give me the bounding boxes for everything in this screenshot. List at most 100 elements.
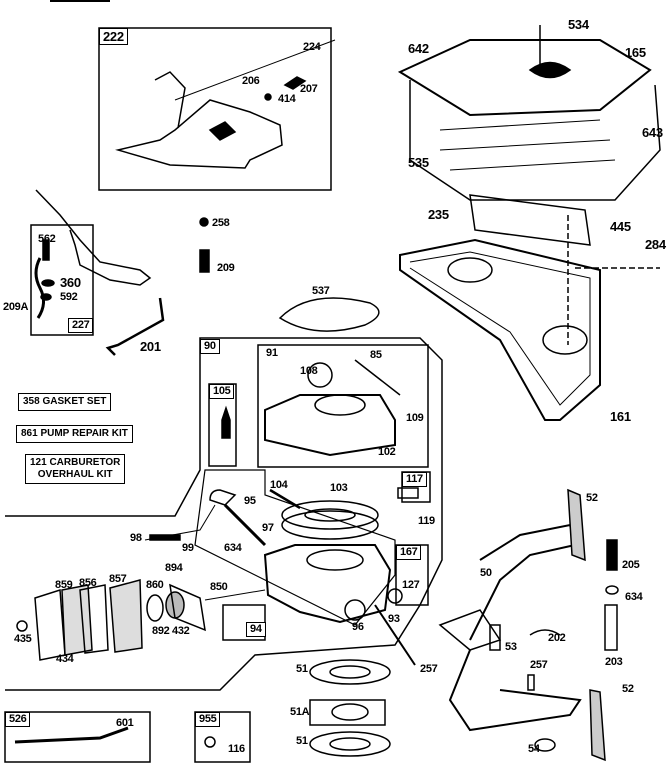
part-label: 96 bbox=[352, 621, 364, 633]
part-label: 360 bbox=[60, 275, 81, 290]
carburetor-kit-line1: 121 CARBURETOR bbox=[30, 457, 121, 468]
gasket-set-kit-label: 358 GASKET SET bbox=[18, 393, 112, 411]
carburetor-upper-body bbox=[221, 359, 401, 457]
carburetor-lower-body bbox=[263, 544, 416, 666]
part-label: 91 bbox=[266, 347, 278, 359]
part-label: 108 bbox=[300, 365, 318, 377]
part-label: 161 bbox=[610, 409, 631, 424]
part-label: 235 bbox=[428, 207, 449, 222]
part-label: 434 bbox=[56, 653, 74, 665]
box-227-frame bbox=[30, 224, 94, 336]
part-label: 257 bbox=[420, 663, 438, 675]
part-label: 98 bbox=[130, 532, 142, 544]
part-label: 54 bbox=[528, 743, 540, 755]
gasket-set-text: 358 GASKET SET bbox=[23, 396, 107, 407]
part-label: 634 bbox=[224, 542, 242, 554]
part-label: 207 bbox=[300, 83, 318, 95]
part-label: 562 bbox=[38, 233, 56, 245]
part-label: 224 bbox=[303, 41, 321, 53]
part-label: 601 bbox=[116, 717, 134, 729]
fuel-parts-right bbox=[489, 539, 619, 691]
part-label: 103 bbox=[330, 482, 348, 494]
part-label: 119 bbox=[418, 515, 435, 527]
part-label: 634 bbox=[625, 591, 643, 603]
control-lever bbox=[34, 189, 152, 319]
part-label: 535 bbox=[408, 155, 429, 170]
part-label: 99 bbox=[182, 542, 194, 554]
part-label: 209 bbox=[217, 262, 235, 274]
box-label-955: 955 bbox=[195, 712, 221, 727]
part-label: 205 bbox=[622, 559, 640, 571]
box-526-frame bbox=[4, 711, 151, 763]
part-label: 445 bbox=[610, 219, 631, 234]
part-label: 51 bbox=[296, 735, 308, 747]
part-label: 537 bbox=[312, 285, 330, 297]
pump-repair-kit-label: 861 PUMP REPAIR KIT bbox=[16, 425, 133, 443]
part-label: 52 bbox=[622, 683, 634, 695]
part-label: 97 bbox=[262, 522, 274, 534]
part-label: 643 bbox=[642, 125, 663, 140]
choke-shaft bbox=[144, 489, 267, 547]
carb-gaskets-51 bbox=[309, 659, 391, 757]
part-label: 102 bbox=[378, 446, 396, 458]
filter-235 bbox=[469, 194, 591, 246]
part-label: 201 bbox=[140, 339, 161, 354]
air-cleaner-cover bbox=[397, 25, 661, 201]
box-label-227: 227 bbox=[68, 318, 94, 333]
part-label: 892 bbox=[152, 625, 170, 637]
box-label-167: 167 bbox=[396, 545, 422, 560]
gasket-537 bbox=[278, 297, 380, 332]
part-label: 209A bbox=[3, 301, 29, 313]
part-label: 206 bbox=[242, 75, 260, 87]
box-222-frame bbox=[98, 27, 332, 191]
part-label: 534 bbox=[568, 17, 589, 32]
part-label: 104 bbox=[270, 479, 288, 491]
governor-bracket bbox=[115, 39, 336, 169]
box-91-frame bbox=[257, 344, 429, 468]
part-label: 856 bbox=[79, 577, 97, 589]
part-label: 93 bbox=[388, 613, 400, 625]
box-label-526: 526 bbox=[5, 712, 31, 727]
part-label: 52 bbox=[586, 492, 598, 504]
link-201 bbox=[105, 297, 165, 356]
part-label: 850 bbox=[210, 581, 228, 593]
part-label: 51 bbox=[296, 663, 308, 675]
part-label: 857 bbox=[109, 573, 127, 585]
part-label: 202 bbox=[548, 632, 566, 644]
part-label: 85 bbox=[370, 349, 382, 361]
box-label-105: 105 bbox=[209, 384, 235, 399]
air-cleaner-base bbox=[399, 215, 660, 421]
part-label: 50 bbox=[480, 567, 492, 579]
part-label: 592 bbox=[60, 291, 78, 303]
part-label: 432 bbox=[172, 625, 190, 637]
part-label: 435 bbox=[14, 633, 32, 645]
part-label: 95 bbox=[244, 495, 256, 507]
part-label: 51A bbox=[290, 706, 310, 718]
spring-209 bbox=[199, 217, 210, 273]
box-label-222: 222 bbox=[99, 28, 128, 45]
part-label: 203 bbox=[605, 656, 623, 668]
part-label: 859 bbox=[55, 579, 73, 591]
part-label: 860 bbox=[146, 579, 164, 591]
part-label: 109 bbox=[406, 412, 424, 424]
carburetor-kit-line2: OVERHAUL KIT bbox=[37, 469, 113, 480]
box-label-90: 90 bbox=[200, 339, 220, 354]
box-label-117: 117 bbox=[402, 472, 427, 487]
choke-group-outline bbox=[194, 469, 396, 626]
box-955-frame bbox=[194, 711, 251, 763]
part-label: 53 bbox=[505, 641, 517, 653]
part-117-icon bbox=[397, 487, 419, 499]
fuel-line-601 bbox=[14, 726, 129, 744]
part-label: 257 bbox=[530, 659, 548, 671]
pump-repair-kit-text: 861 PUMP REPAIR KIT bbox=[21, 428, 128, 439]
carburetor-group-outline bbox=[5, 337, 443, 691]
float-103 bbox=[269, 488, 379, 540]
part-label: 116 bbox=[228, 743, 245, 755]
part-label: 127 bbox=[402, 579, 420, 591]
part-label: 414 bbox=[278, 93, 296, 105]
intake-elbow bbox=[438, 488, 606, 762]
part-label: 642 bbox=[408, 41, 429, 56]
